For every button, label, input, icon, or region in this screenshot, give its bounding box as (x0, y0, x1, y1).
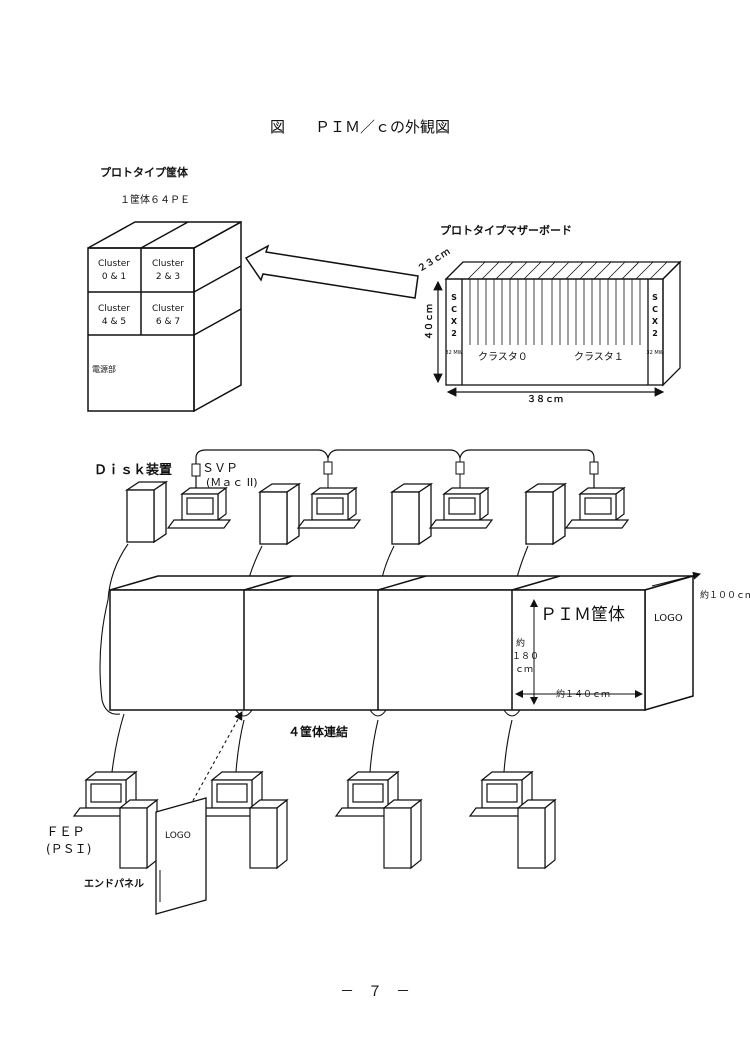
cabinet-height-label-1: １８０ (512, 652, 539, 662)
motherboard-height-label: ４０ｃｍ (424, 304, 435, 340)
motherboard-heading: プロトタイプマザーボード (440, 223, 572, 237)
fep-label: ＦＥＰ (46, 825, 85, 840)
cabinet-height-label-2: ｃｍ (515, 665, 533, 675)
prototype-cabinet-heading: プロトタイプ筐体 (100, 165, 189, 179)
fep-sub-label: (ＰＳＩ) (46, 842, 91, 856)
svp-sub-label: (Ｍａｃ II) (206, 476, 258, 489)
motherboard-box (444, 260, 682, 387)
scx-left-2: X (451, 317, 458, 326)
scx-left-0: S (451, 293, 457, 302)
end-panel-shape (155, 797, 207, 915)
end-panel-logo: LOGO (165, 831, 191, 841)
cluster-cell-3-nums: 6 & 7 (156, 317, 180, 327)
board-top-ridges (467, 261, 668, 280)
board-slot-lines (469, 279, 641, 345)
power-unit-label: 電源部 (92, 364, 116, 374)
cabinet-depth-arrow (651, 571, 701, 587)
pim-cabinet-label: ＰＩＭ筐体 (540, 605, 625, 625)
svp-network-bus (195, 449, 595, 505)
scx-right-1: C (652, 305, 658, 314)
scx-left-1: C (451, 305, 457, 314)
mem-right: 32 MW (646, 350, 663, 356)
disk-towers (124, 480, 568, 546)
cluster-cell-2-nums: 4 & 5 (102, 317, 126, 327)
fep-cables (111, 713, 513, 773)
scx-right-0: S (652, 293, 658, 302)
svp-label: ＳＶＰ (202, 461, 238, 475)
end-panel-label: エンドパネル (84, 878, 144, 890)
cluster-cell-2-name: Cluster (98, 304, 130, 314)
page-number: － ７ － (340, 984, 410, 1000)
cabinet-joints (235, 709, 521, 717)
prototype-cabinet-box (87, 220, 242, 413)
cabinet-logo: LOGO (654, 613, 683, 624)
cluster-cell-1-name: Cluster (152, 259, 184, 269)
cabinet-depth-label: 約１００ｃｍ (700, 589, 750, 601)
cabinet-height-label-0: 約 (516, 637, 525, 649)
motherboard-width-label: ３８ｃｍ (527, 394, 563, 405)
prototype-cabinet-subheading: １筐体６４ＰＥ (120, 193, 190, 206)
cluster-cell-0-nums: 0 & 1 (102, 272, 126, 282)
four-cabinet-join-label: ４筐体連結 (288, 724, 348, 739)
motherboard-depth-label: ２３ｃｍ (416, 246, 452, 274)
cabinet-width-label: 約１４０ｃｍ (556, 688, 610, 700)
figure-title: 図 ＰＩＭ／ｃの外観図 (270, 118, 450, 136)
cluster0-label: クラスタ０ (478, 351, 528, 363)
mem-left: 32 MW (445, 350, 462, 356)
disk-unit-label: Ｄｉｓｋ装置 (94, 462, 172, 478)
scx-right-3: 2 (652, 329, 658, 338)
cluster1-label: クラスタ１ (574, 351, 624, 363)
cluster-cell-1-nums: 2 & 3 (156, 272, 180, 282)
scx-left-3: 2 (451, 329, 457, 338)
fep-computers (72, 770, 557, 870)
scx-right-2: X (652, 317, 659, 326)
cluster-cell-3-name: Cluster (152, 304, 184, 314)
cluster-cell-0-name: Cluster (98, 259, 130, 269)
hollow-arrow-icon (244, 244, 419, 299)
svp-computers (166, 486, 630, 529)
